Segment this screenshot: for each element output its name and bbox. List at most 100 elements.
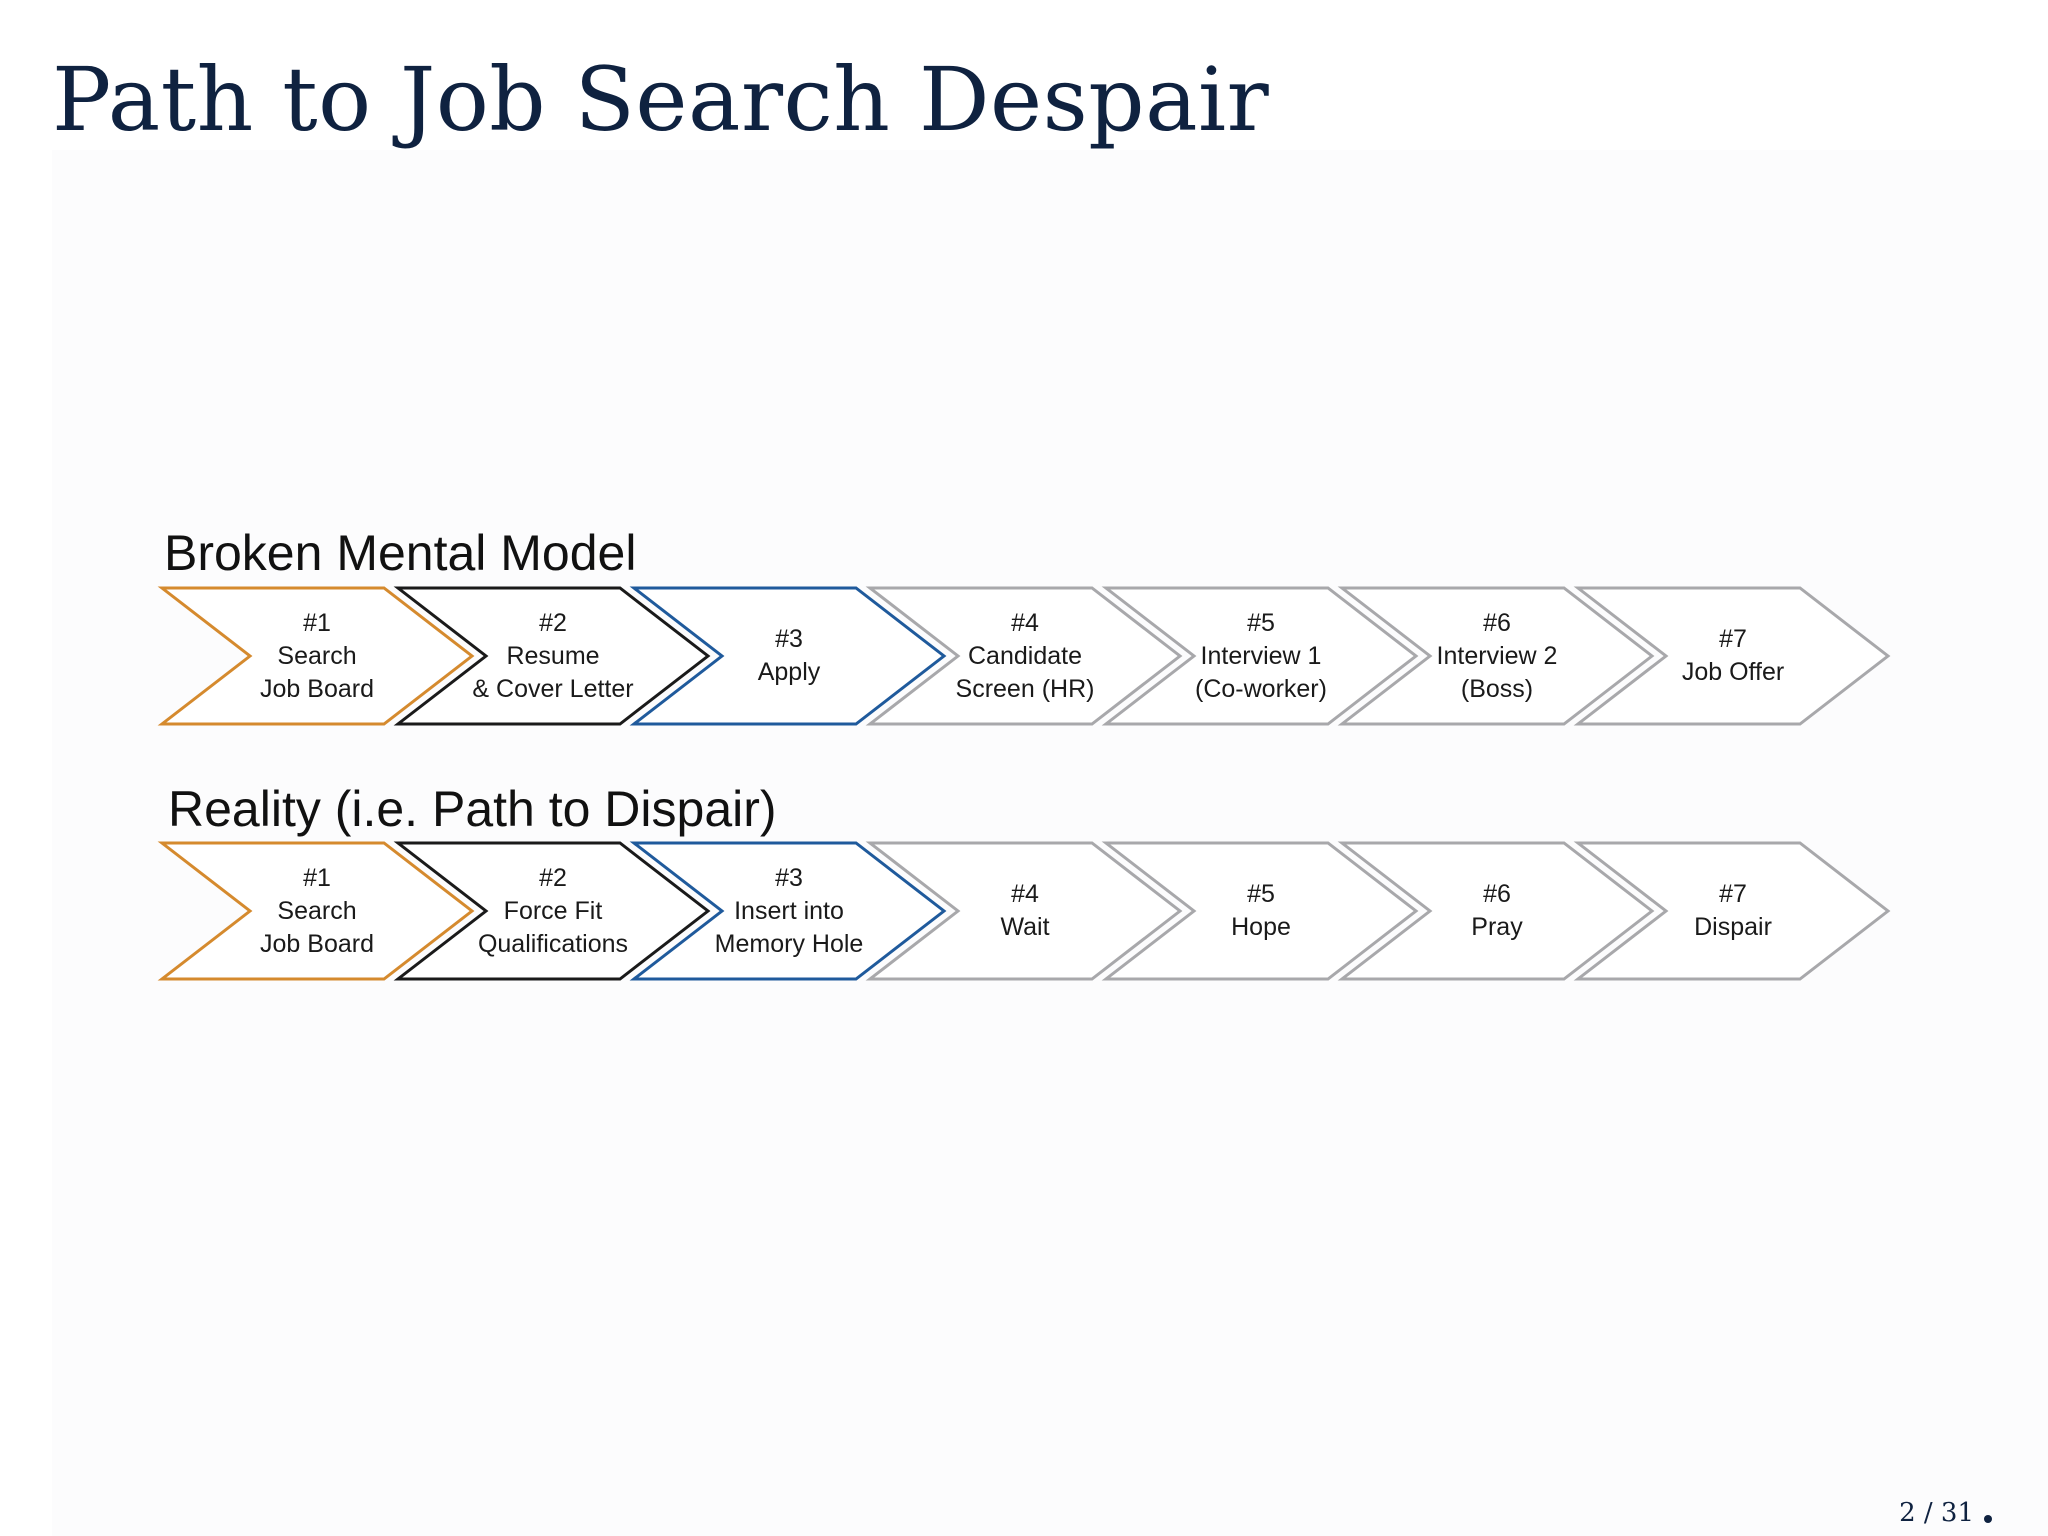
step-label-line: Qualifications [477,929,629,958]
step-number: #5 [1247,608,1275,637]
step-label-line: Pray [1471,913,1523,941]
page-dot-icon [1984,1515,1992,1523]
page-total: 31 [1940,1498,1974,1528]
chevron-shape [1101,586,1419,726]
step-label-line: Memory Hole [714,929,864,958]
page-number: 2 / 31 [1899,1498,1992,1528]
step-label-line: Wait [1000,913,1050,941]
step-number: #2 [539,863,567,892]
chevron-arrow-icon [1101,841,1419,981]
step-label-line: Job Board [260,929,374,958]
chevron-arrow-icon [1573,586,1891,726]
step-label-line: Interview 2 [1436,641,1558,670]
step-label-line: Insert into [734,896,844,925]
step-label-line: Apply [757,658,821,686]
step-number: #6 [1483,608,1511,637]
step-label-line: Job Offer [1681,658,1785,686]
step-number: #1 [303,863,331,892]
chevron-arrow-icon [865,841,1183,981]
chevron-arrow-icon [1337,586,1655,726]
step-label-line: & Cover Letter [472,674,634,703]
chevron-shape [393,841,711,981]
step-label-line: Resume [506,641,600,670]
step-number: #6 [1483,880,1511,908]
step-number: #3 [775,863,803,892]
chevron-shape [157,586,475,726]
step-label-line: Job Board [260,674,374,703]
chevron-arrow-icon [157,841,475,981]
step-label-line: Interview 1 [1200,641,1322,670]
row-heading-reality: Reality (i.e. Path to Dispair) [168,781,777,837]
chevron-shape [1337,586,1655,726]
chevron-arrow-icon [865,586,1183,726]
step-number: #7 [1719,625,1747,653]
step-label-line: Hope [1231,913,1291,941]
step-number: #7 [1719,880,1747,908]
step-number: #4 [1011,608,1039,637]
chevron-shape [157,841,475,981]
step-number: #3 [775,625,803,653]
chevron-shape [865,586,1183,726]
step-label-line: (Co-worker) [1195,674,1327,703]
step-number: #1 [303,608,331,637]
chevron-arrow-icon [1573,841,1891,981]
step-label-line: Candidate [968,641,1082,670]
chevron-shape [629,586,947,726]
chevron-shape [393,586,711,726]
chevron-shape [1573,841,1891,981]
slide-title: Path to Job Search Despair [52,48,1270,151]
chevron-shape [1337,841,1655,981]
chevron-arrow-icon [1337,841,1655,981]
step-label-line: (Boss) [1460,674,1534,703]
chevron-arrow-icon [393,841,711,981]
step-label-line: Search [277,641,357,670]
step-label-line: Search [277,896,357,925]
row-heading-broken-mental-model: Broken Mental Model [164,525,637,581]
chevron-arrow-icon [629,841,947,981]
chevron-arrow-icon [629,586,947,726]
chevron-arrow-icon [1101,586,1419,726]
step-label-line: Dispair [1694,913,1772,941]
chevron-shape [1101,841,1419,981]
step-number: #5 [1247,880,1275,908]
chevron-shape [865,841,1183,981]
chevron-arrow-icon [157,586,475,726]
